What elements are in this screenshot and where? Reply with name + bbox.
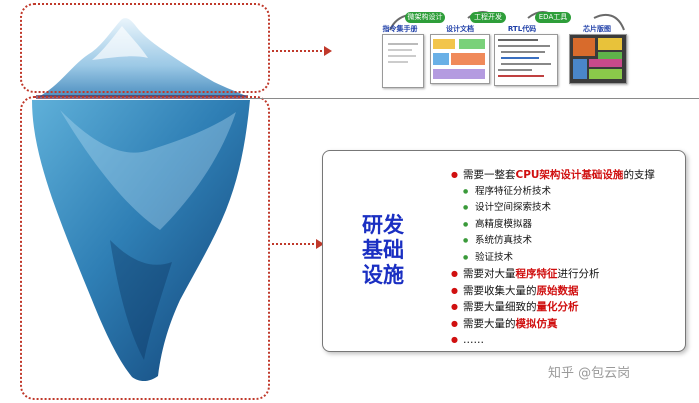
doc-label-rtl: RTL代码	[507, 25, 537, 33]
iceberg-tip	[38, 18, 248, 98]
list-item: ……	[451, 332, 683, 349]
list-item-text: 的支撑	[623, 169, 655, 181]
sub-list-item: 系统仿真技术	[451, 233, 683, 250]
list-item-text: 需要对大量	[463, 268, 516, 280]
requirements-list: 需要一整套CPU架构设计基础设施的支撑程序特征分析技术设计空间探索技术高精度模拟…	[451, 167, 683, 349]
list-item-text: 需要大量细致的	[463, 301, 537, 313]
infrastructure-panel: 研发 基础 设施 需要一整套CPU架构设计基础设施的支撑程序特征分析技术设计空间…	[322, 150, 686, 352]
panel-title: 研发 基础 设施	[353, 213, 413, 288]
list-item-text: 高精度模拟器	[475, 218, 533, 230]
list-item: 需要一整套CPU架构设计基础设施的支撑	[451, 167, 683, 184]
thumbnail-chip-layout	[569, 34, 627, 84]
list-item-text: 设计空间探索技术	[475, 202, 552, 213]
flow-step-eda: EDA工具	[535, 12, 571, 23]
sub-list-item: 验证技术	[451, 250, 683, 267]
panel-title-line: 基础	[362, 238, 404, 262]
highlighted-text: 模拟仿真	[515, 317, 558, 330]
watermark-text: 知乎 @包云岗	[548, 366, 631, 381]
list-item: 需要对大量程序特征进行分析	[451, 266, 683, 283]
list-item-text: ……	[463, 334, 484, 346]
list-item: 需要大量的模拟仿真	[451, 316, 683, 333]
flow-step-engineering: 工程开发	[470, 12, 506, 23]
iceberg-underwater-shine	[60, 110, 236, 230]
highlighted-text: 量化分析	[536, 301, 579, 313]
iceberg-underwater-facet	[110, 240, 172, 360]
list-item-text: 需要大量的	[463, 317, 516, 330]
highlighted-text: 原始数据	[536, 284, 579, 297]
list-item: 需要大量细致的量化分析	[451, 299, 683, 316]
flow-step-microarch: 微架构设计	[405, 12, 445, 23]
sub-list-item: 设计空间探索技术	[451, 200, 683, 217]
list-item: 需要收集大量的原始数据	[451, 283, 683, 300]
doc-label-isa: 指令集手册	[382, 25, 418, 33]
list-item-text: 程序特征分析技术	[475, 185, 552, 197]
bottom-arrow	[272, 239, 324, 249]
thumbnail-isa-manual	[382, 34, 424, 88]
top-arrow	[272, 46, 332, 56]
doc-label-layout: 芯片版图	[583, 25, 611, 33]
above-water-dotted-box	[20, 3, 270, 93]
highlighted-text: 程序特征	[515, 268, 558, 280]
doc-label-design: 设计文档	[446, 25, 474, 33]
iceberg-tip-highlight	[92, 26, 148, 60]
list-item-text: 需要收集大量的	[463, 284, 537, 297]
list-item-text: 需要一整套	[463, 169, 516, 181]
below-water-dotted-box	[20, 96, 270, 400]
panel-title-line: 设施	[362, 263, 404, 287]
highlighted-text: CPU架构设计基础设施	[515, 169, 624, 181]
sub-list-item: 程序特征分析技术	[451, 184, 683, 201]
waterline-divider	[245, 98, 699, 99]
iceberg-underwater	[32, 100, 250, 382]
thumbnail-rtl-code	[494, 34, 558, 86]
list-item-text: 系统仿真技术	[475, 235, 533, 246]
list-item-text: 验证技术	[475, 251, 514, 263]
thumbnail-design-doc	[430, 34, 490, 84]
panel-title-line: 研发	[362, 213, 404, 237]
list-item-text: 进行分析	[557, 268, 600, 280]
sub-list-item: 高精度模拟器	[451, 217, 683, 234]
